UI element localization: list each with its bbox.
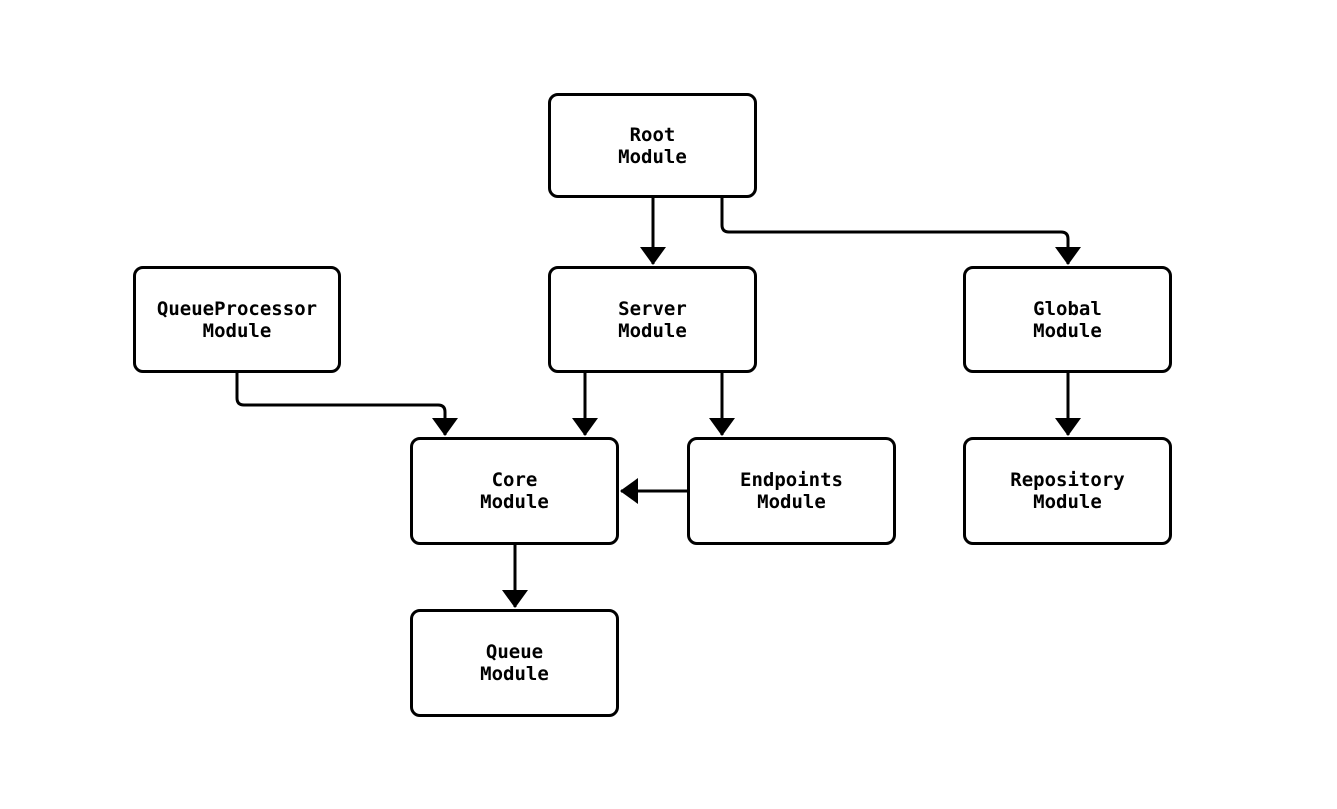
node-repository-module: Repository Module xyxy=(963,437,1172,545)
node-endpoints-module: Endpoints Module xyxy=(687,437,896,545)
edge-queueprocessor-to-core xyxy=(235,373,458,436)
node-queueprocessor-module: QueueProcessor Module xyxy=(133,266,341,373)
node-queue-module-label: Queue Module xyxy=(480,641,549,685)
node-server-module: Server Module xyxy=(548,266,757,373)
node-global-module: Global Module xyxy=(963,266,1172,373)
node-endpoints-module-label: Endpoints Module xyxy=(740,469,843,513)
node-core-module-label: Core Module xyxy=(480,469,549,513)
node-root-module: Root Module xyxy=(548,93,757,198)
node-root-module-label: Root Module xyxy=(618,123,687,168)
node-server-module-label: Server Module xyxy=(618,297,687,342)
edge-root-to-global xyxy=(720,198,1081,265)
node-global-module-label: Global Module xyxy=(1033,297,1102,342)
node-core-module: Core Module xyxy=(410,437,619,545)
node-repository-module-label: Repository Module xyxy=(1010,469,1125,513)
node-queueprocessor-module-label: QueueProcessor Module xyxy=(156,297,318,342)
node-queue-module: Queue Module xyxy=(410,609,619,717)
